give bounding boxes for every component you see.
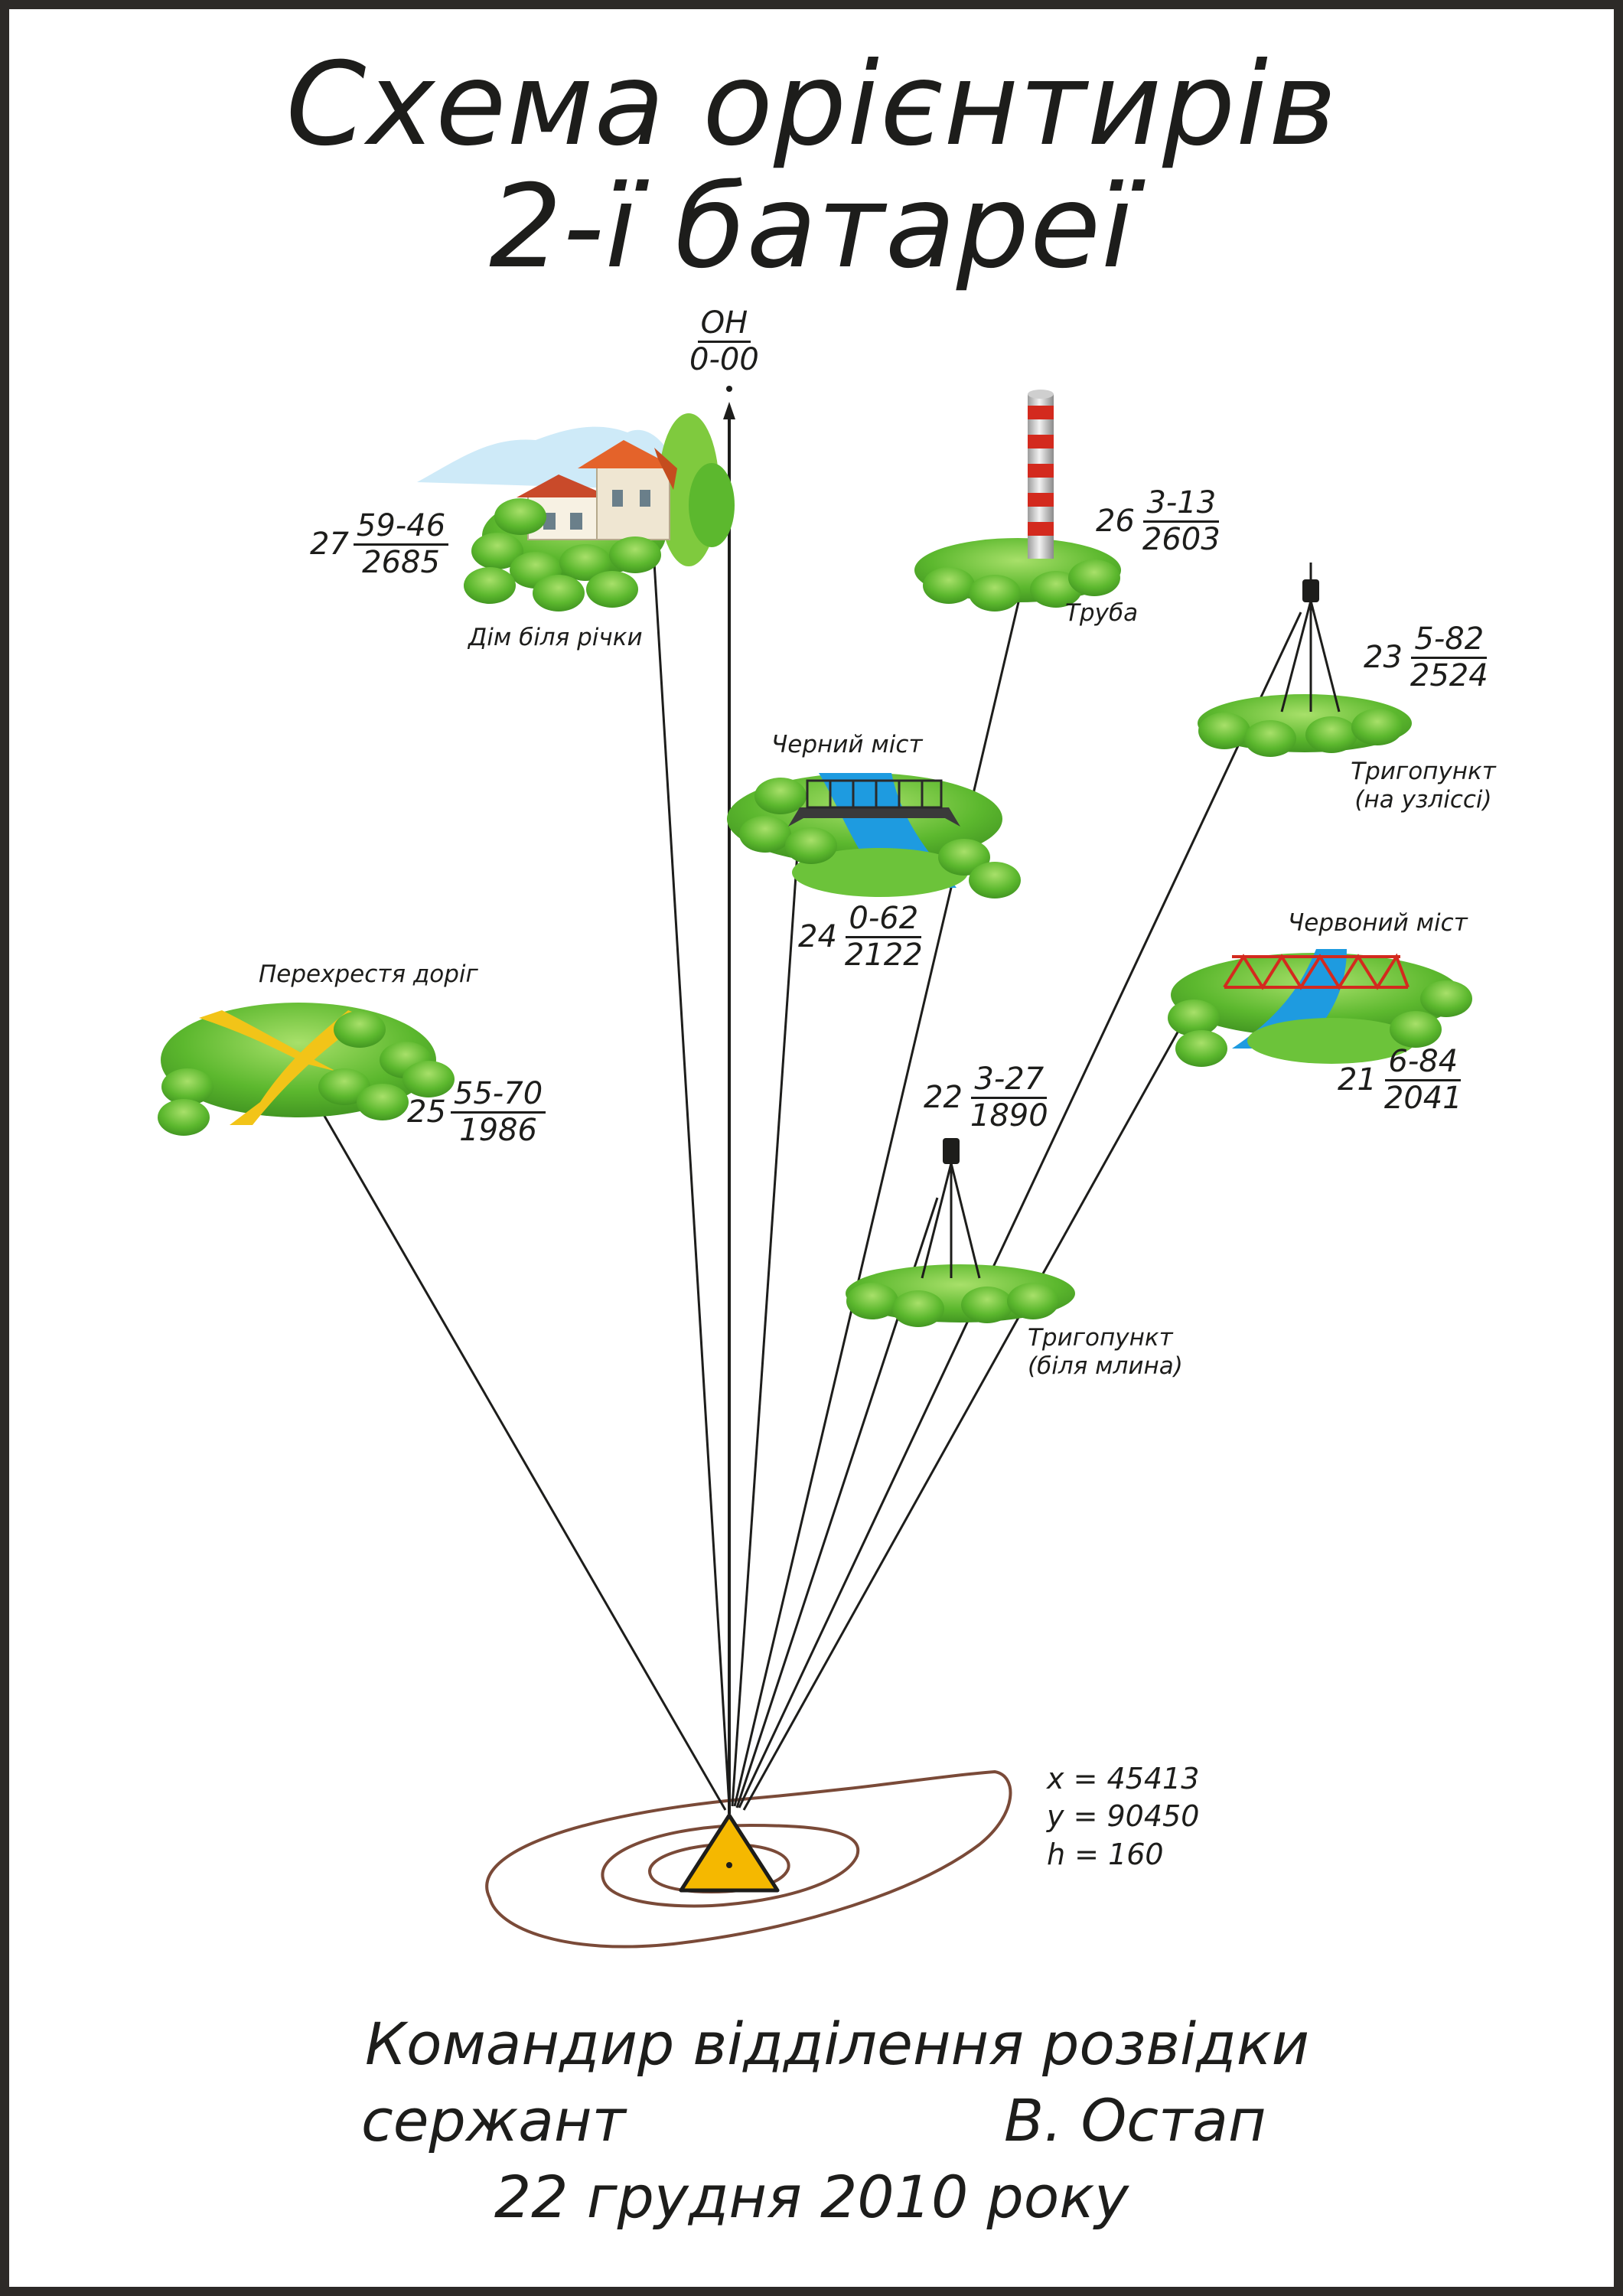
page-title-line-2: 2-ї батареї [489, 161, 1134, 294]
crossroads-icon [158, 1003, 455, 1136]
line-to-25 [289, 1057, 727, 1811]
coord-y: y = 90450 [1047, 1799, 1200, 1834]
line-to-21 [742, 1009, 1191, 1811]
landmark-27-name: Дім біля річки [468, 624, 643, 651]
landmark-25-name: Перехрестя доріг [259, 960, 478, 988]
house-icon [417, 413, 735, 612]
red-bridge-icon [1168, 949, 1472, 1067]
observation-post-triangle-icon [679, 1813, 780, 1893]
landmark-22-name: Тригопункт (біля млина) [1028, 1324, 1183, 1381]
main-direction-value: 0-00 [689, 341, 759, 377]
footer-date: 22 грудня 2010 року [494, 2163, 1129, 2231]
footer-position: Командир відділення розвідки [365, 2010, 1309, 2078]
line-to-27 [653, 562, 731, 1807]
coord-h: h = 160 [1047, 1837, 1164, 1871]
footer-rank: сержант [361, 2086, 626, 2154]
line-to-24 [731, 841, 800, 1807]
line-to-23 [738, 612, 1302, 1808]
main-direction-name: ОН [697, 306, 751, 343]
black-bridge-icon [727, 773, 1021, 899]
main-direction-label: ОН 0-00 [686, 306, 762, 377]
coord-x: x = 45413 [1047, 1762, 1200, 1795]
position-coordinates: x = 45413 y = 90450 h = 160 [1047, 1760, 1199, 1874]
landmark-21-name: Червоний міст [1288, 909, 1468, 937]
landmark-24-name: Черний міст [771, 731, 923, 758]
landmark-26-name: Труба [1065, 599, 1139, 627]
chimney-icon [914, 390, 1121, 612]
footer-name: В. Остап [1004, 2086, 1266, 2154]
trig-point-icon [1198, 563, 1412, 757]
line-to-26 [733, 566, 1028, 1807]
main-direction-arrow [723, 386, 735, 1814]
landmark-23-name: Тригопункт (на узліссі) [1351, 758, 1496, 814]
trig-point-icon [846, 1138, 1075, 1327]
page-title-line-1: Схема орієнтирів [285, 38, 1338, 171]
